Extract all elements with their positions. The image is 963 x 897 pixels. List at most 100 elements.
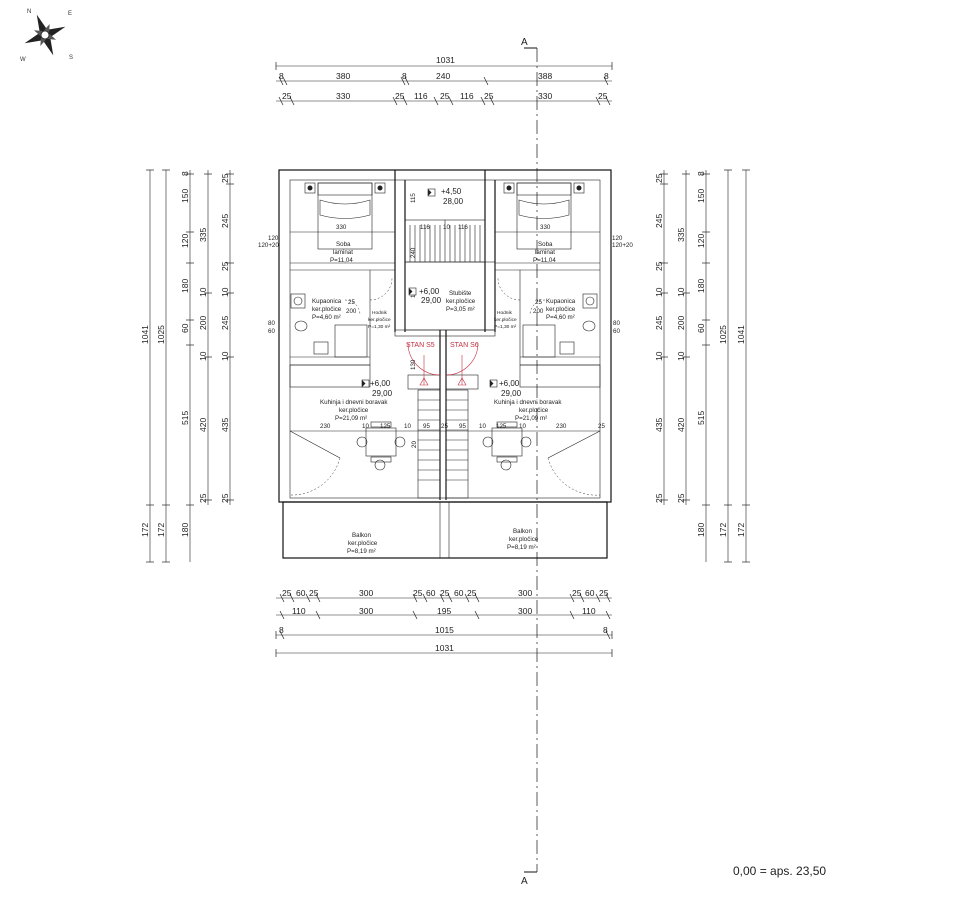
left-dim-c5-5: 10 <box>220 351 230 361</box>
top-dim-r3-0: 25 <box>282 91 292 101</box>
bottom-dim-r1-9: 300 <box>518 588 532 598</box>
right-dim-c3-2: 120 <box>696 234 706 248</box>
compass-n-label: N <box>27 9 31 15</box>
top-dim-r2-4: 388 <box>538 71 552 81</box>
bottom-dim-r2-3: 300 <box>518 606 532 616</box>
dim-misc-120-r: 120 <box>612 235 623 242</box>
dim-stair-130: 130 <box>410 359 417 370</box>
dim-stair-240: 240 <box>410 247 417 258</box>
right-dim-c4-5: 25 <box>676 493 686 503</box>
left-dimensions: 1041 172 1025 172 8 150 120 180 60 515 1… <box>140 169 234 563</box>
right-dimensions: 25 245 25 10 245 10 435 25 335 10 200 10… <box>654 169 750 563</box>
level-top-abs: 28,00 <box>443 197 464 206</box>
balkon-right-name: Balkon <box>513 528 532 535</box>
top-dimensions: 1031 8 380 8 240 388 8 25 330 25 116 25 … <box>275 55 613 106</box>
right-dim-c3-6: 180 <box>696 523 706 537</box>
dim-stair-115: 115 <box>410 193 417 203</box>
bathroom-fixtures-right-icon <box>522 293 598 358</box>
left-dim-c3-2: 120 <box>180 234 190 248</box>
soba-left-floor: laminat <box>333 249 353 256</box>
left-dim-c4-1: 10 <box>198 287 208 297</box>
level-marker-stair: +6,00 29,00 <box>408 287 442 305</box>
dim-k-0: 230 <box>320 423 331 430</box>
section-label-bottom: A <box>521 876 528 887</box>
bottom-dim-r1-8: 25 <box>467 588 477 598</box>
top-dim-r3-6: 25 <box>484 91 494 101</box>
right-dim-172: 172 <box>736 523 746 537</box>
bottom-dim-r1-1: 60 <box>296 588 306 598</box>
soba-right-floor: laminat <box>535 249 555 256</box>
right-dim-c4-3: 10 <box>676 351 686 361</box>
left-dim-c4-3: 10 <box>198 351 208 361</box>
top-dim-r3-3: 116 <box>414 91 428 101</box>
soba-right-area: P=11,04 <box>533 257 556 264</box>
bottom-dim-r1-10: 25 <box>572 588 582 598</box>
dim-misc-12020-l: 120+20 <box>258 242 279 249</box>
right-dim-c4-0: 335 <box>676 228 686 242</box>
level-stair-rel: +6,00 <box>419 287 440 296</box>
compass-s-label: S <box>69 55 73 61</box>
bottom-dim-r1-11: 60 <box>585 588 595 598</box>
left-dim-c4-4: 420 <box>198 418 208 432</box>
kuhinja-right-area: P=21,09 m² <box>515 415 547 422</box>
dim-k-7: 10 <box>479 423 486 430</box>
room-soba-left: Soba laminat P=11,04 <box>330 241 353 264</box>
level-left-abs: 29,00 <box>372 389 393 398</box>
dim-misc-120-l: 120 <box>268 235 279 242</box>
level-right-rel: +6,00 <box>499 379 520 388</box>
bottom-dim-r2-0: 110 <box>292 606 306 616</box>
left-dim-c5-7: 25 <box>220 493 230 503</box>
hodnik-left-area: P=1,30 m² <box>368 324 391 330</box>
dining-set-left-icon <box>356 421 406 471</box>
left-dim-c5-0: 25 <box>220 173 230 183</box>
dim-misc-60-r: 60 <box>613 328 620 335</box>
bottom-dim-r2-1: 300 <box>359 606 373 616</box>
left-dim-total: 1041 <box>140 325 150 344</box>
right-dim-c5-5: 10 <box>654 351 664 361</box>
dim-stair-116a: 116 <box>420 224 430 231</box>
bottom-dim-r1-0: 25 <box>282 588 292 598</box>
bottom-dim-r1-6: 25 <box>440 588 450 598</box>
right-dim-c3-3: 180 <box>696 279 706 293</box>
section-label-top: A <box>521 37 528 48</box>
left-dim-c4-5: 25 <box>198 493 208 503</box>
left-dim-c4-0: 335 <box>198 228 208 242</box>
bed-left-icon <box>304 182 386 250</box>
kuhinja-left-area: P=21,09 m² <box>335 415 367 422</box>
dim-soba-left: 330 <box>336 224 347 231</box>
balkon-left-floor: ker.pločice <box>348 540 378 547</box>
top-dim-r2-5: 8 <box>604 71 609 81</box>
kuhinja-left-name: Kuhinja i dnevni boravak <box>320 399 388 406</box>
room-kupaonica-left: Kupaonica ker.pločice P=4,60 m² <box>312 298 342 321</box>
top-dim-r3-2: 25 <box>395 91 405 101</box>
section-line-a: A A <box>521 37 538 887</box>
bottom-dim-r3-1: 1015 <box>435 625 454 635</box>
left-dim-c3-1: 150 <box>180 189 190 203</box>
unit-label-right: STAN S6 <box>450 342 479 349</box>
level-reference-note: 0,00 = aps. 23,50 <box>733 864 826 878</box>
dim-k-10: 230 <box>556 423 567 430</box>
right-dim-c5-6: 435 <box>654 418 664 432</box>
bottom-dimensions: 25 60 25 300 25 60 25 60 25 300 25 60 25… <box>275 588 613 657</box>
dim-k-1: 10 <box>362 423 369 430</box>
room-balkon-right: Balkon ker.pločice P=8,19 m² <box>507 528 539 551</box>
top-dim-r3-8: 25 <box>598 91 608 101</box>
right-dim-c4-2: 200 <box>676 316 686 330</box>
level-right-abs: 29,00 <box>501 389 522 398</box>
left-dim-c4-2: 200 <box>198 316 208 330</box>
bottom-dim-r1-7: 60 <box>454 588 464 598</box>
dim-k-6: 95 <box>459 423 466 430</box>
left-dim-c3-0: 8 <box>180 171 190 176</box>
right-dim-c5-3: 10 <box>654 287 664 297</box>
level-top-rel: +4,50 <box>441 187 462 196</box>
compass-w-label: W <box>20 57 26 63</box>
room-soba-right: Soba laminat P=11,04 <box>533 241 556 264</box>
bottom-dim-r3-2: 8 <box>603 625 608 635</box>
dim-misc-60-l: 60 <box>268 328 275 335</box>
left-dim-c3-3: 180 <box>180 279 190 293</box>
dim-misc-200-r: 200 <box>533 308 544 315</box>
dim-k-4: 95 <box>423 423 430 430</box>
dim-misc-200-l: 200 <box>346 308 357 315</box>
balkon-right-floor: ker.pločice <box>509 536 539 543</box>
